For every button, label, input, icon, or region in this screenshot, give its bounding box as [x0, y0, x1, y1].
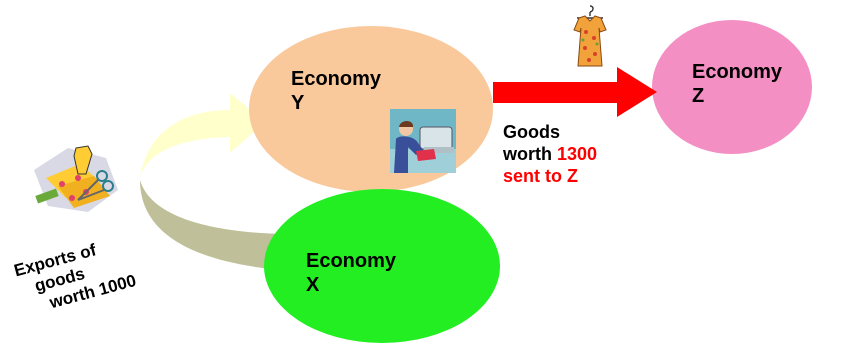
economy-y-label-line1: Economy — [291, 68, 382, 90]
economy-y-label-line2: Y — [291, 92, 305, 114]
fabric-and-scissors-icon — [34, 145, 118, 212]
economy-x-label-line2: X — [306, 274, 320, 296]
economy-x-bubble — [264, 189, 500, 343]
goods-to-z-label: Goods worth 1300 sent to Z — [503, 122, 597, 188]
economy-z-label: Economy Z — [692, 60, 782, 108]
curved-arrow-upper-band — [140, 93, 265, 180]
goods-to-z-line1: Goods — [503, 122, 560, 142]
arrow-y-to-z — [493, 67, 657, 117]
curved-arrow-lower-band — [140, 180, 282, 270]
economy-z-label-line1: Economy — [692, 61, 783, 83]
sewing-machine-worker-icon — [390, 109, 456, 173]
goods-to-z-line2: worth 1300 — [503, 144, 597, 166]
economy-y-label: Economy Y — [291, 67, 381, 115]
economy-z-bubble — [652, 20, 812, 154]
dress-on-hanger-icon — [573, 5, 607, 67]
economy-x-label-line1: Economy — [306, 250, 397, 272]
economy-z-label-line2: Z — [692, 85, 705, 107]
goods-to-z-value: 1300 — [557, 143, 598, 164]
economy-x-label: Economy X — [306, 249, 396, 297]
goods-to-z-line3: sent to Z — [503, 165, 578, 186]
goods-to-z-worth-text: worth — [503, 143, 557, 164]
